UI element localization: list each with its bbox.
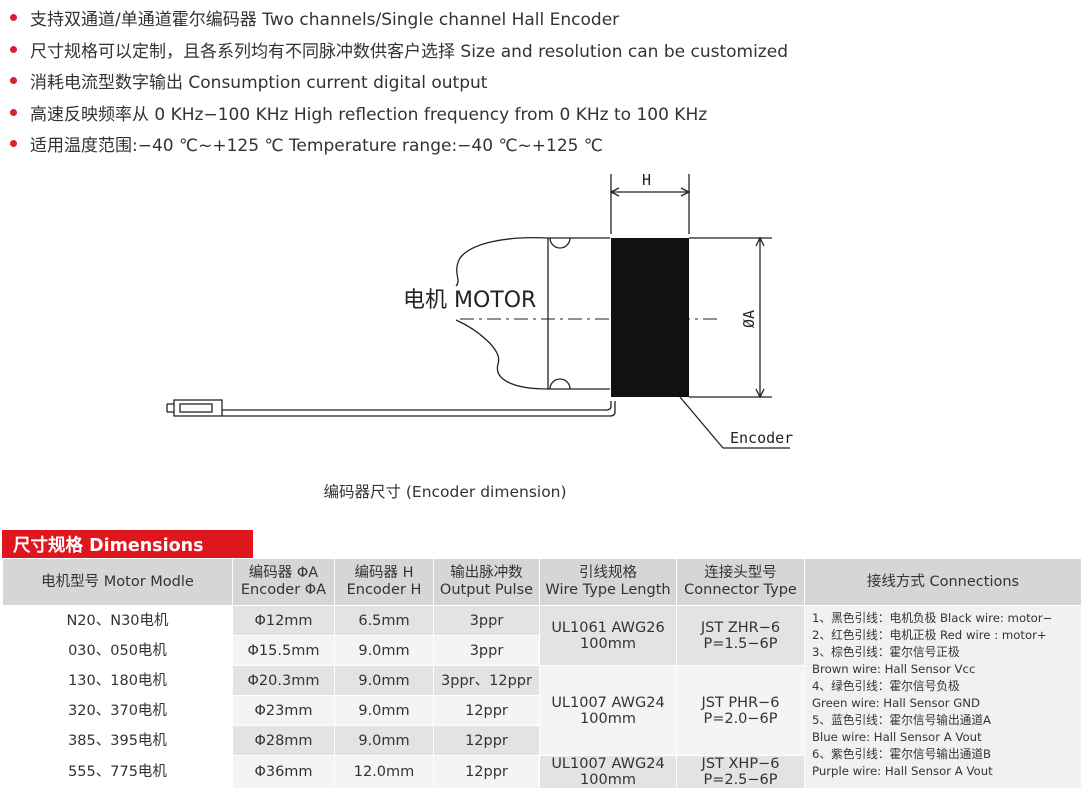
cell-pulse: 12ppr — [433, 725, 540, 756]
table-row: 555、775电机 Φ36mm 12.0mm 12ppr UL1007 AWG2… — [2, 755, 1082, 789]
connection-line: Brown wire: Hall Sensor Vcc — [812, 662, 976, 676]
feature-text: 适用温度范围:−40 ℃~+125 ℃ Temperature range:−4… — [30, 136, 603, 157]
connection-line: Green wire: Hall Sensor GND — [812, 696, 981, 710]
cell-diameter: Φ23mm — [232, 695, 335, 726]
connection-line: 5、蓝色引线：霍尔信号输出通道A — [812, 713, 992, 727]
cell-model: 555、775电机 — [2, 755, 233, 789]
cell-model: N20、N30电机 — [2, 605, 233, 636]
bullet-dot-icon — [10, 45, 17, 53]
table-row: 030、050电机 Φ15.5mm 9.0mm 3ppr — [2, 635, 1082, 666]
feature-item: 高速反映频率从 0 KHz−100 KHz High reflection fr… — [8, 97, 1068, 129]
cell-diameter: Φ20.3mm — [232, 665, 335, 696]
label-motor: 电机 MOTOR — [403, 288, 536, 313]
label-h: H — [642, 171, 651, 189]
feature-text: 支持双通道/单通道霍尔编码器 Two channels/Single chann… — [30, 10, 620, 31]
encoder-disc — [611, 238, 689, 397]
cell-model: 385、395电机 — [2, 725, 233, 756]
header-connections: 接线方式 Connections — [804, 558, 1081, 606]
cell-height: 9.0mm — [334, 695, 434, 726]
bullet-dot-icon — [10, 140, 17, 148]
connection-line: Blue wire: Hall Sensor A Vout — [812, 730, 982, 744]
connection-line: 6、紫色引线：霍尔信号输出通道B — [812, 747, 992, 761]
cell-pulse: 3ppr — [433, 605, 540, 636]
connection-line: 3、棕色引线：霍尔信号正极 — [812, 645, 960, 659]
feature-list: 支持双通道/单通道霍尔编码器 Two channels/Single chann… — [8, 2, 1068, 160]
cell-model: 130、180电机 — [2, 665, 233, 696]
cell-pulse: 12ppr — [433, 695, 540, 726]
cell-height: 6.5mm — [334, 605, 434, 636]
cell-model: 320、370电机 — [2, 695, 233, 726]
cell-pulse: 3ppr — [433, 635, 540, 666]
feature-text: 消耗电流型数字输出 Consumption current digital ou… — [30, 73, 488, 94]
cell-diameter: Φ28mm — [232, 725, 335, 756]
cell-height: 9.0mm — [334, 635, 434, 666]
feature-text: 高速反映频率从 0 KHz−100 KHz High reflection fr… — [30, 104, 708, 125]
cell-height: 9.0mm — [334, 725, 434, 756]
bullet-dot-icon — [10, 108, 17, 116]
drawing-caption: 编码器尺寸 (Encoder dimension) — [323, 483, 567, 501]
cell-pulse: 3ppr、12ppr — [433, 665, 540, 696]
feature-item: 消耗电流型数字输出 Consumption current digital ou… — [8, 65, 1068, 97]
feature-item: 适用温度范围:−40 ℃~+125 ℃ Temperature range:−4… — [8, 128, 1068, 160]
connection-line: 2、红色引线：电机正极 Red wire : motor+ — [812, 628, 1047, 642]
bullet-dot-icon — [10, 77, 17, 85]
header-model: 电机型号 Motor Modle — [2, 558, 233, 606]
feature-item: 支持双通道/单通道霍尔编码器 Two channels/Single chann… — [8, 2, 1068, 34]
cell-model: 030、050电机 — [2, 635, 233, 666]
cell-diameter: Φ12mm — [232, 605, 335, 636]
feature-text: 尺寸规格可以定制，且各系列均有不同脉冲数供客户选择 Size and resol… — [30, 41, 788, 62]
cell-connections: 1、黑色引线：电机负极 Black wire: motor− 2、红色引线：电机… — [804, 605, 1081, 789]
cell-pulse: 12ppr — [433, 755, 540, 789]
connection-line: Purple wire: Hall Sensor A Vout — [812, 764, 993, 778]
feature-item: 尺寸规格可以定制，且各系列均有不同脉冲数供客户选择 Size and resol… — [8, 34, 1068, 66]
dimensions-section-header: 尺寸规格 Dimensions — [2, 530, 253, 558]
cell-height: 9.0mm — [334, 665, 434, 696]
cell-diameter: Φ15.5mm — [232, 635, 335, 666]
connection-line: 4、绿色引线：霍尔信号负极 — [812, 679, 960, 693]
table-row: 130、180电机 Φ20.3mm 9.0mm 3ppr、12ppr UL100… — [2, 665, 1082, 756]
encoder-dimension-drawing: H 电机 MOTOR ØA Encoder — [166, 171, 793, 449]
bullet-dot-icon — [10, 14, 17, 22]
label-encoder: Encoder — [730, 429, 793, 447]
cell-diameter: Φ36mm — [232, 755, 335, 789]
connection-line: 1、黑色引线：电机负极 Black wire: motor− — [812, 611, 1053, 625]
cell-height: 12.0mm — [334, 755, 434, 789]
label-diameter: ØA — [740, 310, 758, 328]
table-row: 385、395电机 Φ28mm 9.0mm 12ppr — [2, 725, 1082, 756]
